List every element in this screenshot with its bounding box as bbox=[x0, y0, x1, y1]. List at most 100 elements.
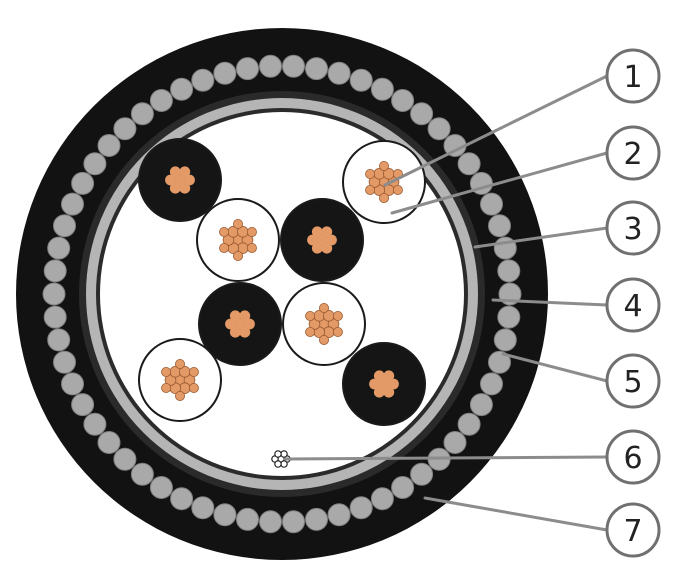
armour-wire bbox=[191, 496, 215, 520]
copper-strand bbox=[365, 184, 376, 195]
leader-line bbox=[501, 352, 609, 383]
copper-strand bbox=[169, 182, 181, 194]
core-black bbox=[138, 138, 222, 222]
leader-line bbox=[473, 226, 609, 249]
core-white bbox=[138, 338, 222, 422]
armour-wire bbox=[282, 510, 305, 534]
copper-strand bbox=[219, 226, 230, 237]
callout-number: 1 bbox=[623, 60, 642, 95]
armour-wire bbox=[71, 393, 95, 417]
copper-strand bbox=[332, 326, 343, 337]
copper-strand bbox=[365, 168, 376, 179]
callout-circle bbox=[605, 200, 661, 256]
copper-strand bbox=[174, 358, 185, 369]
copper-strand bbox=[305, 326, 316, 337]
copper-strand bbox=[383, 370, 395, 382]
copper-strand bbox=[229, 326, 241, 338]
callout-number: 5 bbox=[623, 365, 642, 400]
copper-strand bbox=[246, 226, 257, 237]
core-white bbox=[342, 140, 426, 224]
copper-strand bbox=[232, 218, 243, 229]
armour-wire bbox=[47, 236, 71, 260]
copper-strand bbox=[311, 242, 323, 254]
armour-wire bbox=[497, 259, 521, 283]
armour-wire bbox=[43, 259, 67, 283]
callout-screen: 4 bbox=[605, 277, 661, 333]
armour-wire bbox=[391, 89, 415, 112]
copper-strand bbox=[225, 318, 236, 330]
copper-strand bbox=[188, 382, 199, 393]
copper-strand bbox=[316, 234, 328, 246]
armour-wire bbox=[259, 510, 282, 534]
copper-strand bbox=[161, 366, 172, 377]
copper-strand bbox=[332, 310, 343, 321]
armour-wire bbox=[149, 476, 173, 499]
core-black bbox=[198, 282, 282, 366]
copper-strand bbox=[369, 378, 380, 390]
copper-strand bbox=[244, 318, 255, 330]
copper-strand bbox=[392, 184, 403, 195]
core-black bbox=[342, 342, 426, 426]
leader-line bbox=[283, 455, 609, 461]
armour-wire bbox=[42, 282, 66, 306]
copper-strand bbox=[184, 174, 195, 186]
armour-wire bbox=[97, 431, 121, 454]
copper-strand bbox=[174, 174, 186, 186]
armour-wire-ring bbox=[42, 54, 522, 534]
armour-wire bbox=[53, 350, 76, 374]
callout-number: 3 bbox=[623, 212, 642, 247]
armour-wire bbox=[457, 412, 481, 436]
armour-wire bbox=[282, 54, 305, 78]
armour-wire bbox=[170, 487, 194, 511]
copper-strand bbox=[378, 192, 389, 203]
armour-wire bbox=[113, 447, 137, 471]
core-white bbox=[282, 282, 366, 366]
armour-wire bbox=[327, 61, 351, 85]
drain-wire bbox=[271, 450, 291, 468]
callout-conductor: 1 bbox=[605, 48, 661, 104]
copper-strand bbox=[378, 378, 390, 390]
callout-insulation: 2 bbox=[605, 125, 661, 181]
armour-wire bbox=[469, 393, 493, 417]
leader-lines bbox=[283, 74, 609, 532]
leader-line bbox=[423, 496, 609, 532]
armour-wire bbox=[43, 305, 67, 329]
callout-circle bbox=[605, 429, 661, 485]
callout-outer-jacket: 7 bbox=[605, 502, 661, 558]
cores-group bbox=[138, 138, 426, 426]
armour-wire bbox=[97, 134, 121, 157]
copper-strand bbox=[321, 226, 333, 238]
armour-wire bbox=[410, 102, 434, 126]
drain-strand bbox=[274, 450, 282, 458]
copper-strand bbox=[378, 160, 389, 171]
leader-line bbox=[491, 298, 609, 307]
copper-strand bbox=[232, 250, 243, 261]
armour-wire bbox=[259, 54, 282, 78]
copper-strand bbox=[373, 370, 385, 382]
copper-strand bbox=[383, 386, 395, 398]
armour-wire bbox=[443, 431, 467, 454]
callout-circle bbox=[605, 48, 661, 104]
armour-wire bbox=[370, 77, 394, 101]
copper-strand bbox=[169, 166, 181, 178]
callout-inner-sheath: 3 bbox=[605, 200, 661, 256]
callout-circle bbox=[605, 353, 661, 409]
callout-circle bbox=[605, 502, 661, 558]
copper-strand bbox=[179, 166, 191, 178]
copper-strand bbox=[373, 386, 385, 398]
copper-strand bbox=[307, 234, 318, 246]
armour-wire bbox=[327, 503, 351, 527]
armour-wire bbox=[349, 496, 373, 520]
callout-drain-wire: 6 bbox=[605, 429, 661, 485]
callout-number: 2 bbox=[623, 137, 642, 172]
armour-wire bbox=[497, 305, 521, 329]
armour-wire bbox=[457, 152, 481, 176]
callout-number: 4 bbox=[623, 289, 642, 324]
copper-strand bbox=[174, 390, 185, 401]
armour-wire bbox=[213, 61, 237, 85]
copper-strand bbox=[321, 242, 333, 254]
armour-wire bbox=[191, 68, 215, 92]
copper-strand bbox=[239, 326, 251, 338]
armour-wire bbox=[130, 462, 154, 486]
